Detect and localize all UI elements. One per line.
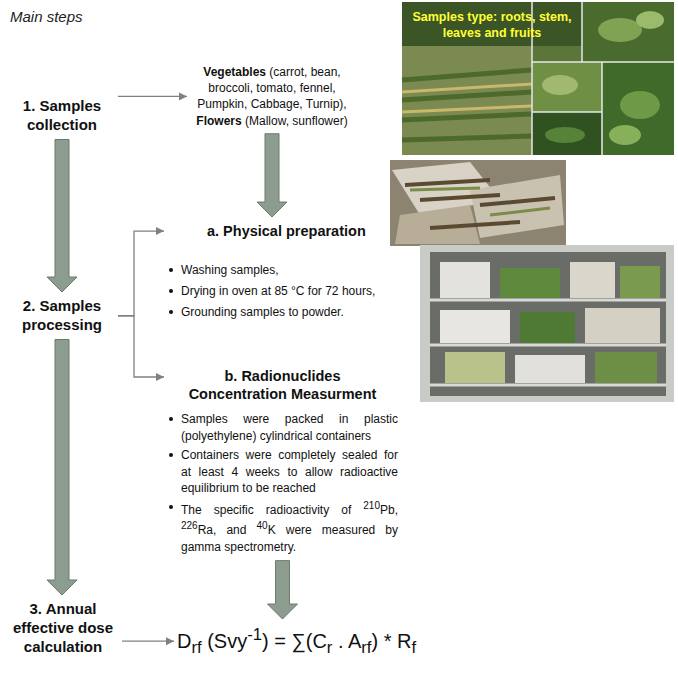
bullet-item: Washing samples, xyxy=(167,262,398,279)
thin-arrow xyxy=(118,96,187,97)
step-node: Vegetables (carrot, bean, broccoli, toma… xyxy=(188,62,356,131)
block-arrow xyxy=(268,561,298,619)
thin-arrow xyxy=(118,316,164,377)
dried-samples-photo xyxy=(390,160,566,246)
step-node: 2. Samples processing xyxy=(6,295,118,337)
bullet-dot xyxy=(169,417,173,421)
bullet-item: The specific radioactivity of 210Pb, 226… xyxy=(167,499,398,555)
bullet-text: The specific radioactivity of 210Pb, 226… xyxy=(181,499,398,555)
node-heading: b. Radionuclides Concentration Measurmen… xyxy=(188,367,378,403)
node-heading: 3. Annual effective dose calculation xyxy=(6,600,120,656)
section-title: Main steps xyxy=(10,8,83,25)
block-arrow xyxy=(47,340,77,596)
bullet-text: Washing samples, xyxy=(181,262,279,279)
bullet-text: Drying in oven at 85 °C for 72 hours, xyxy=(181,283,375,300)
oven-photo xyxy=(420,245,674,402)
bullet-text: Grounding samples to powder. xyxy=(181,304,344,321)
thin-arrow xyxy=(118,231,164,316)
block-arrow xyxy=(47,140,77,293)
node-heading: a. Physical preparation xyxy=(167,222,398,240)
step-node: 3. Annual effective dose calculation xyxy=(4,598,122,658)
step-node: a. Physical preparationWashing samples, D… xyxy=(165,220,400,323)
bullet-dot xyxy=(169,453,173,457)
bullet-dot xyxy=(169,268,173,272)
field-photo xyxy=(402,2,674,155)
node-heading: Vegetables (carrot, bean, broccoli, toma… xyxy=(190,64,354,129)
thin-arrow xyxy=(122,641,174,642)
step-node: 1. Samples collection xyxy=(6,95,118,137)
photo-caption: Samples type: roots, stem, leaves and fr… xyxy=(406,9,578,42)
bullet-dot xyxy=(169,310,173,314)
bullet-item: Samples were packed in plastic (polyethy… xyxy=(167,411,398,445)
bullet-text: Containers were completely sealed for at… xyxy=(181,447,398,497)
step-node: b. Radionuclides Concentration Measurmen… xyxy=(165,365,400,558)
bullet-text: Samples were packed in plastic (polyethy… xyxy=(181,411,398,445)
step-node: Drf (Svy-1) = ∑(Cr . Arf) * Rf xyxy=(175,622,418,660)
bullet-item: Drying in oven at 85 °C for 72 hours, xyxy=(167,283,398,300)
bullet-dot xyxy=(169,289,173,293)
bullet-item: Grounding samples to powder. xyxy=(167,304,398,321)
block-arrow xyxy=(257,134,287,217)
bullet-dot xyxy=(169,505,173,509)
node-heading: 1. Samples collection xyxy=(8,97,116,135)
node-heading: Drf (Svy-1) = ∑(Cr . Arf) * Rf xyxy=(177,624,416,658)
node-heading: 2. Samples processing xyxy=(8,297,116,335)
bullet-item: Containers were completely sealed for at… xyxy=(167,447,398,497)
